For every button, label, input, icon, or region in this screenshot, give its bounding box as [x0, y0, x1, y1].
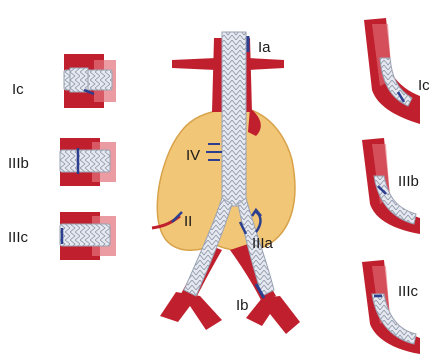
stent-graft-main-body: [222, 32, 246, 206]
renal-artery-left: [172, 58, 216, 70]
inset-left-iiib: [60, 138, 116, 186]
label-ib: Ib: [236, 297, 249, 314]
label-iiib-right: IIIb: [398, 173, 419, 190]
label-ic-right: Ic: [418, 77, 430, 94]
inset-left-ic: [64, 54, 116, 108]
label-ii: II: [184, 213, 192, 230]
iliac-bifurcation-right: [246, 296, 300, 334]
inset-left-iiic: [60, 212, 116, 260]
label-iiic-left: IIIc: [8, 229, 29, 246]
renal-artery-right: [248, 58, 284, 70]
label-iiia: IIIa: [252, 235, 274, 252]
label-iiic-right: IIIc: [398, 283, 419, 300]
label-ic-left: Ic: [12, 81, 24, 98]
inset-right-iiic: [362, 260, 420, 354]
iliac-bifurcation-left: [160, 292, 222, 330]
inset-right-ic: [364, 18, 420, 124]
aorta-side-wall: [248, 108, 261, 136]
label-iv: IV: [186, 147, 200, 164]
label-ia: Ia: [258, 39, 271, 56]
central-aorta-illustration: [152, 32, 300, 334]
label-iiib-left: IIIb: [8, 155, 29, 172]
